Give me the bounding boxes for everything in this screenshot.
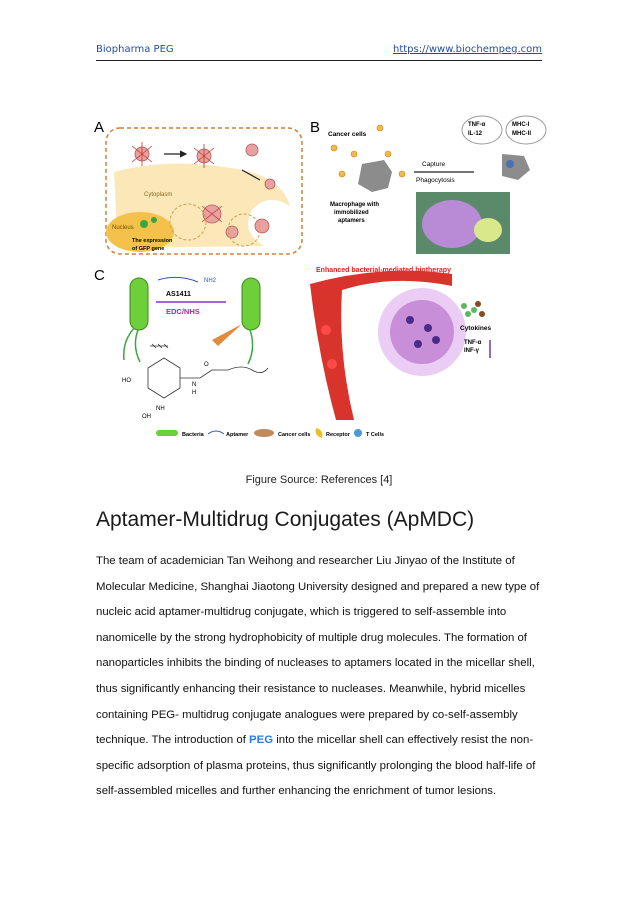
- peg-link[interactable]: PEG: [249, 734, 273, 746]
- nh-label: NH: [156, 406, 165, 412]
- panel-c-letter: C: [94, 267, 105, 284]
- capture-label: Capture: [422, 161, 446, 168]
- cytokine-il12-label: IL-12: [468, 131, 483, 137]
- inf-label: INF-γ: [464, 348, 480, 354]
- header-brand: Biopharma PEG: [96, 44, 174, 55]
- cytokines-label: Cytokines: [460, 325, 491, 332]
- panel-c: C NH2 AS1411 EDC/NHS HO NH OH N H O Enha…: [94, 267, 491, 420]
- panel-a-letter: A: [94, 119, 104, 136]
- figure-image: A Cytoplasm Nucleus The expression of GF…: [92, 114, 552, 444]
- figure-caption: Figure Source: References [4]: [0, 474, 638, 486]
- phagocytosis-label: Phagocytosis: [416, 177, 455, 184]
- mhc2-label: MHC-II: [512, 131, 531, 137]
- legend-aptamer: Aptamer: [226, 432, 249, 438]
- h-label: H: [192, 390, 196, 396]
- legend-cancer-cells: Cancer cells: [278, 432, 310, 438]
- body-paragraph: The team of academician Tan Weihong and …: [96, 549, 552, 805]
- mhc1-label: MHC-I: [512, 122, 530, 128]
- nucleus-label: Nucleus: [112, 225, 134, 231]
- section-title: Aptamer-Multidrug Conjugates (ApMDC): [96, 508, 474, 532]
- legend-receptor: Receptor: [326, 432, 351, 438]
- panel-a: A Cytoplasm Nucleus The expression of GF…: [94, 119, 302, 254]
- header-url-link[interactable]: https://www.biochempeg.com: [393, 44, 542, 55]
- legend-bacteria: Bacteria: [182, 432, 205, 438]
- macrophage-label-3: aptamers: [338, 218, 365, 224]
- expression-label-2: of GFP gene: [132, 246, 164, 252]
- expression-label-1: The expression: [132, 238, 173, 244]
- as1411-label: AS1411: [166, 291, 191, 298]
- edc-nhs-label: EDC/NHS: [166, 307, 200, 316]
- cytoplasm-label: Cytoplasm: [144, 192, 172, 198]
- o-label: O: [204, 362, 209, 368]
- panel-b: B Cancer cells TNF-α IL-12 MHC-I MHC-II …: [310, 116, 546, 254]
- n-label: N: [192, 382, 196, 388]
- body-text-part1: The team of academician Tan Weihong and …: [96, 555, 539, 746]
- legend-t-cells: T Cells: [366, 432, 384, 438]
- figure-legend: Bacteria Aptamer Cancer cells Receptor T…: [156, 428, 384, 438]
- nh2-label: NH2: [204, 278, 217, 284]
- macrophage-label-2: immobilized: [334, 210, 369, 216]
- cytokine-tnf-label: TNF-α: [468, 122, 486, 128]
- macrophage-label-1: Macrophage with: [330, 202, 379, 208]
- page-header: Biopharma PEG https://www.biochempeg.com: [96, 44, 542, 61]
- panel-b-letter: B: [310, 119, 320, 136]
- tnf-label: TNF-α: [464, 340, 482, 346]
- cancer-cells-label: Cancer cells: [328, 131, 367, 138]
- oh-label: OH: [142, 414, 151, 420]
- ho-label: HO: [122, 378, 131, 384]
